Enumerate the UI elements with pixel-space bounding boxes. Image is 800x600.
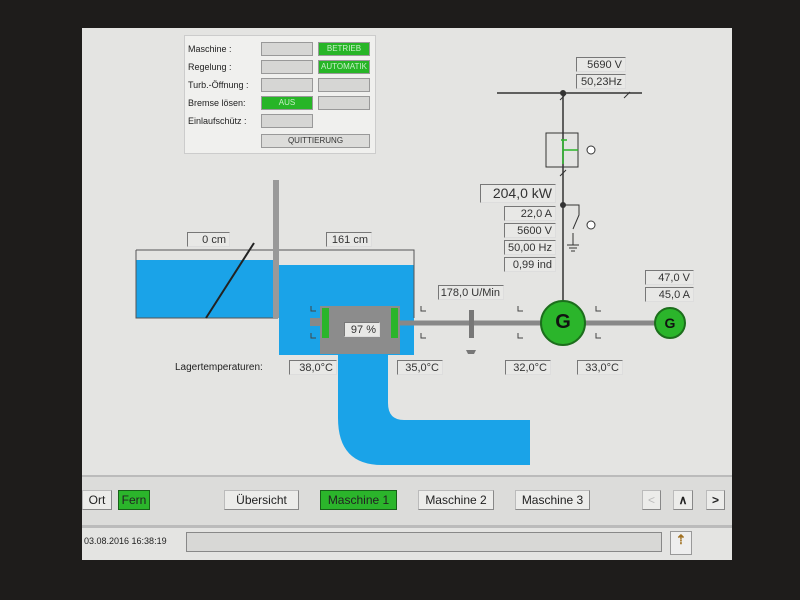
tab-overview[interactable]: Übersicht — [224, 490, 299, 510]
opening-down-button[interactable] — [261, 78, 313, 92]
label-inlet: Einlaufschütz : — [188, 116, 247, 126]
turbine-speed: 178,0 U/Min — [438, 285, 504, 300]
brake-off-button[interactable]: AUS — [261, 96, 313, 110]
prev-button[interactable]: < — [642, 490, 661, 510]
up-button[interactable]: ∧ — [673, 490, 693, 510]
bearing-temp-1: 38,0°C — [289, 360, 337, 375]
message-field — [186, 532, 662, 552]
grid-voltage: 5690 V — [576, 57, 626, 72]
generator-power: 204,0 kW — [480, 184, 556, 203]
upper-water-level: 0 cm — [187, 232, 230, 247]
machine-off-button[interactable] — [261, 42, 313, 56]
generator — [540, 300, 586, 346]
exciter-symbol: G — [664, 315, 676, 331]
exciter — [654, 307, 686, 339]
next-button[interactable]: > — [706, 490, 725, 510]
nav-bar: Ort Fern Übersicht Maschine 1 Maschine 2… — [82, 475, 732, 528]
exciter-current: 45,0 A — [645, 287, 694, 302]
opening-up-button[interactable] — [318, 78, 370, 92]
generator-current: 22,0 A — [504, 206, 556, 221]
label-turbine-opening: Turb.-Öffnung : — [188, 80, 249, 90]
hmi-screen: G G Maschine : Regelung : Turb.-Öffnung … — [82, 28, 732, 560]
inlet-button[interactable] — [261, 114, 313, 128]
grid-frequency: 50,23Hz — [576, 74, 626, 89]
generator-frequency: 50,00 Hz — [504, 240, 556, 255]
bearing-temps-label: Lagertemperaturen: — [175, 362, 263, 373]
label-brake: Bremse lösen: — [188, 98, 246, 108]
draft-tube — [338, 355, 530, 465]
power-factor: 0,99 ind — [504, 257, 556, 272]
remote-button[interactable]: Fern — [118, 490, 150, 510]
exciter-voltage: 47,0 V — [645, 270, 694, 285]
control-manual-button[interactable] — [261, 60, 313, 74]
bearing-temp-4: 33,0°C — [577, 360, 623, 375]
alarm-log-icon[interactable]: ⇡ — [670, 531, 692, 555]
tab-machine-1[interactable]: Maschine 1 — [320, 490, 397, 510]
local-button[interactable]: Ort — [82, 490, 112, 510]
lower-water-level: 161 cm — [326, 232, 372, 247]
datetime: 03.08.2016 16:38:19 — [84, 536, 167, 546]
label-control: Regelung : — [188, 62, 232, 72]
generator-symbol: G — [555, 311, 571, 333]
process-diagram — [135, 90, 686, 465]
tab-machine-3[interactable]: Maschine 3 — [515, 490, 590, 510]
bearing-temp-2: 35,0°C — [397, 360, 443, 375]
turbine-opening: 97 % — [344, 322, 380, 337]
machine-run-button[interactable]: BETRIEB — [318, 42, 370, 56]
tab-machine-2[interactable]: Maschine 2 — [418, 490, 494, 510]
label-machine: Maschine : — [188, 44, 232, 54]
bearing-temp-3: 32,0°C — [505, 360, 551, 375]
control-auto-button[interactable]: AUTOMATIK — [318, 60, 370, 74]
control-panel: Maschine : Regelung : Turb.-Öffnung : Br… — [184, 35, 376, 154]
acknowledge-button[interactable]: QUITTIERUNG — [261, 134, 370, 148]
weir-gate — [273, 180, 279, 318]
generator-voltage: 5600 V — [504, 223, 556, 238]
brake-on-button[interactable] — [318, 96, 370, 110]
upper-water — [136, 260, 278, 318]
